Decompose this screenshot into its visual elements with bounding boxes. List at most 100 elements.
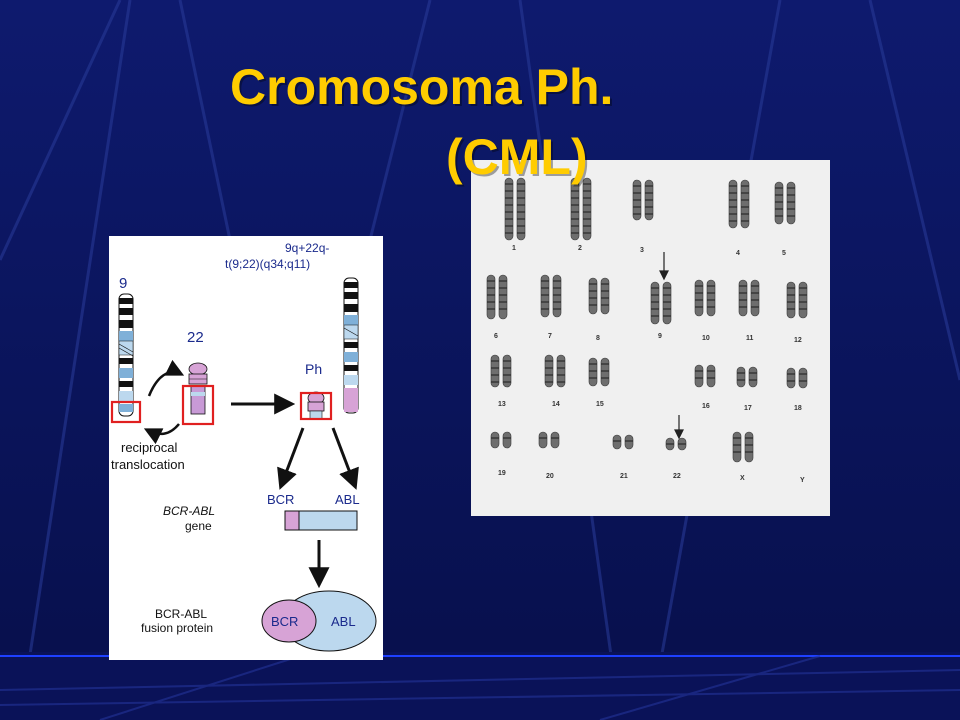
ph-breakpoint-box <box>299 391 333 421</box>
karyotype-chromatid <box>490 354 500 388</box>
chromosome-22-label: 22 <box>187 329 204 346</box>
arrow-to-bcr <box>277 427 305 490</box>
karyotype-label: 19 <box>498 470 506 477</box>
karyotype-chromatid <box>582 177 592 241</box>
protein-abl-label: ABL <box>331 614 356 629</box>
karyotype-label: 6 <box>494 333 498 340</box>
karyotype-chromatid <box>798 367 808 389</box>
karyotype-label: 14 <box>552 401 560 408</box>
karyotype-chromatid <box>694 364 704 388</box>
karyotype-chromatid <box>556 354 566 388</box>
karyotype-chromatid <box>786 281 796 319</box>
karyotype-chromatid <box>736 366 746 388</box>
karyotype-label: 2 <box>578 245 582 252</box>
karyotype-chromatid <box>740 179 750 229</box>
karyotype-chromatid <box>498 274 508 320</box>
karyotype-chromatid <box>706 364 716 388</box>
karyotype-chromosomes <box>486 177 808 463</box>
karyotype-label: 17 <box>744 405 752 412</box>
karyotype-chromatid <box>706 279 716 317</box>
karyotype-chromatid <box>504 177 514 241</box>
karyotype-chromatid <box>744 431 754 463</box>
karyotype-arrows <box>659 252 684 440</box>
chromosome-9-label: 9 <box>119 275 127 292</box>
reciprocal-label-line-2: translocation <box>111 457 185 472</box>
title-line-1: Cromosoma Ph. <box>230 59 614 115</box>
karyotype-chromatid <box>728 179 738 229</box>
karyotype-chromatid <box>600 277 610 315</box>
translocation-figure: 9 22 reci <box>110 241 377 652</box>
gene-label-line-1: BCR-ABL <box>163 504 215 518</box>
karyotype-chromatid <box>750 279 760 317</box>
ph-chromosome-label: Ph <box>305 361 322 377</box>
karyotype-chromatid <box>694 279 704 317</box>
karyotype-chromatid <box>662 281 672 325</box>
gene-label-line-2: gene <box>185 519 212 533</box>
title-line-2: (CML) <box>446 129 588 185</box>
karyotype-label: 15 <box>596 401 604 408</box>
karyotype-label: 20 <box>546 473 554 480</box>
result-label-line-2: t(9;22)(q34;q11) <box>225 257 310 271</box>
karyotype-chromatid <box>774 181 784 225</box>
karyotype-chromatid <box>588 277 598 315</box>
karyotype-chromatid <box>650 281 660 325</box>
protein-label-line-1: BCR-ABL <box>155 607 207 621</box>
karyotype-label: 1 <box>512 245 516 252</box>
background-band-bottom <box>0 652 960 720</box>
karyotype-chromatid <box>538 431 548 449</box>
karyotype-label: 5 <box>782 250 786 257</box>
karyotype-chromatid <box>600 357 610 387</box>
karyotype-chromatid <box>486 274 496 320</box>
chromosome-9-breakpoint-box <box>110 400 142 424</box>
karyotype-label: 11 <box>746 335 754 342</box>
karyotype-chromatid <box>550 431 560 449</box>
karyotype-chromatid <box>544 354 554 388</box>
chromosome-9 <box>110 293 142 424</box>
protein-bcr-label: BCR <box>271 614 298 629</box>
karyotype-label: 13 <box>498 401 506 408</box>
karyotype-chromatid <box>732 431 742 463</box>
karyotype-label: 8 <box>596 335 600 342</box>
reciprocal-arrow-bottom <box>143 423 180 445</box>
bcr-label: BCR <box>267 492 294 507</box>
karyotype-label: Y <box>800 477 805 484</box>
karyotype-label: 16 <box>702 403 710 410</box>
translocation-diagram: 9 22 reci <box>109 236 383 660</box>
karyotype-chromatid <box>798 281 808 319</box>
bcr-abl-gene-bar <box>284 510 358 531</box>
chromosome-22 <box>181 362 215 426</box>
chromosome-22-breakpoint-box <box>181 384 215 426</box>
karyotype-chromatid <box>540 274 550 318</box>
result-label-line-1: 9q+22q- <box>285 241 329 255</box>
karyotype-chromatid <box>502 431 512 449</box>
karyotype-chromatid <box>612 434 622 450</box>
karyotype-chromatid <box>516 177 526 241</box>
reciprocal-arrow-top <box>147 359 185 397</box>
karyotype-label: 7 <box>548 333 552 340</box>
karyotype-label: 12 <box>794 337 802 344</box>
chromosome-9q-plus <box>343 277 359 414</box>
karyotype-chromatid <box>502 354 512 388</box>
karyotype-chromatid <box>738 279 748 317</box>
karyotype-chromatid <box>588 357 598 387</box>
karyotype-chromatid <box>552 274 562 318</box>
karyotype-label: X <box>740 475 745 482</box>
abl-label: ABL <box>335 492 360 507</box>
arrow-to-abl <box>331 427 359 490</box>
reciprocal-label-line-1: reciprocal <box>121 440 177 455</box>
fusion-protein: BCR ABL <box>261 590 377 652</box>
karyotype-label: 22 <box>673 473 681 480</box>
karyotype-chromatid <box>748 366 758 388</box>
karyotype-label: 3 <box>640 247 644 254</box>
karyotype-chromatid <box>786 181 796 225</box>
karyotype-chromatid <box>624 434 634 450</box>
karyotype-label: 4 <box>736 250 740 257</box>
karyotype-label: 18 <box>794 405 802 412</box>
karyotype-chromatid <box>490 431 500 449</box>
karyotype-label: 9 <box>658 333 662 340</box>
karyotype-chromatid <box>786 367 796 389</box>
karyotype-label: 21 <box>620 473 628 480</box>
